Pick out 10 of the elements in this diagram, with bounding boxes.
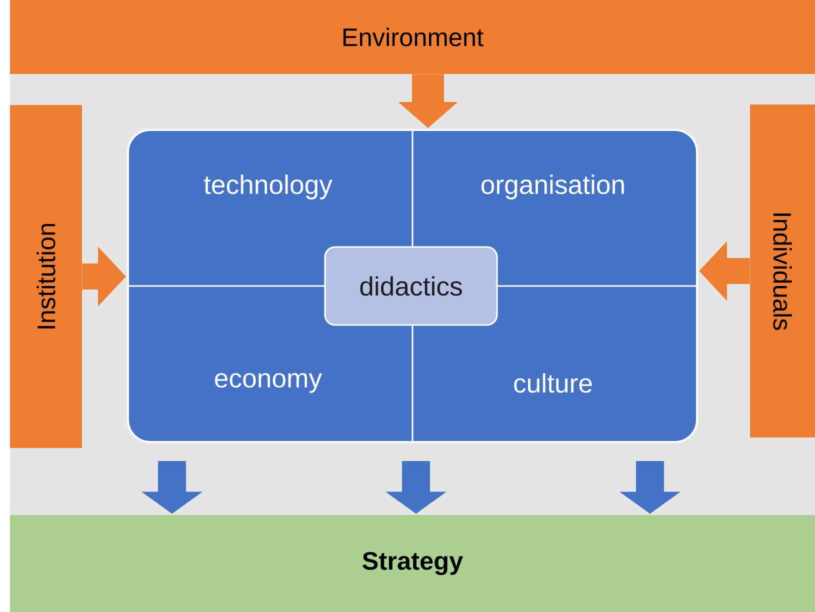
band: Individuals <box>750 104 815 438</box>
quadrant-label: technology <box>204 174 332 200</box>
band: Environment <box>10 0 815 74</box>
band: Strategy <box>10 515 815 612</box>
band: Institution <box>10 105 82 448</box>
quadrant-label: organisation <box>482 174 624 200</box>
quadrant-box <box>127 129 698 443</box>
quadrant-label: culture <box>514 373 592 393</box>
center-box: didactics <box>324 246 498 326</box>
quadrant-label: economy <box>215 373 322 393</box>
